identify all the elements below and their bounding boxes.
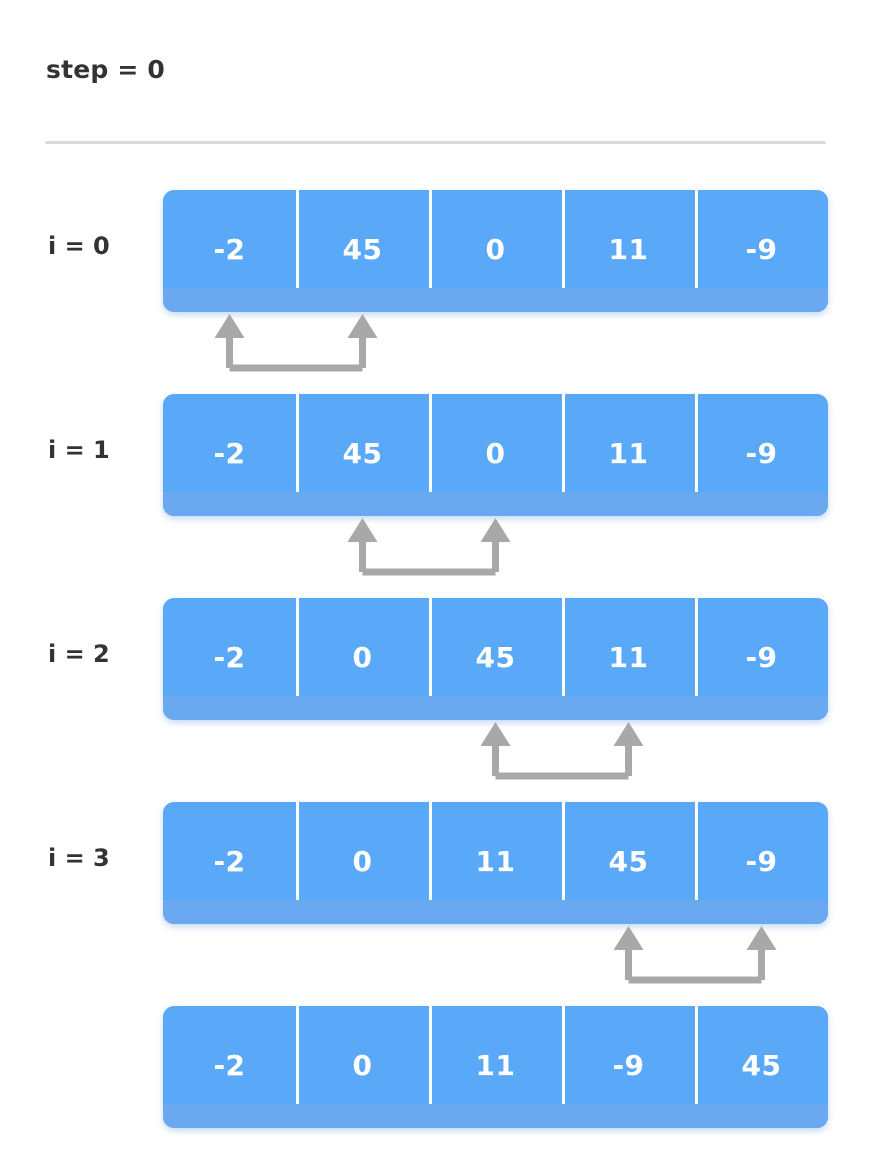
array-cell[interactable]: -2 — [213, 1048, 246, 1082]
arrow-head-up — [613, 926, 644, 950]
array-bar-base — [163, 900, 828, 924]
header-divider — [45, 141, 826, 144]
array-cell[interactable]: 45 — [695, 1006, 828, 1128]
row-index-label: i = 1 — [48, 436, 110, 464]
array-bar-base — [163, 288, 828, 312]
array-cell[interactable]: -2 — [213, 232, 246, 266]
arrow-head-up — [746, 926, 777, 950]
array-bar-base — [163, 696, 828, 720]
arrow-head-up — [214, 314, 245, 338]
array-cell[interactable]: 0 — [296, 598, 429, 720]
array-bar-base — [163, 1104, 828, 1128]
comparison-arrows — [163, 924, 828, 986]
comparison-arrows — [163, 516, 828, 578]
array-cell[interactable]: 0 — [296, 802, 429, 924]
array-cell[interactable]: 45 — [296, 190, 429, 312]
array-bar-base — [163, 492, 828, 516]
array-cell[interactable]: -9 — [695, 598, 828, 720]
array-cell[interactable]: -2 — [213, 436, 246, 470]
array-cell[interactable]: 11 — [562, 598, 695, 720]
arrow-head-up — [480, 722, 511, 746]
array-cell[interactable]: -9 — [695, 394, 828, 516]
row-index-label: i = 3 — [48, 844, 110, 872]
array-cell[interactable]: 11 — [429, 1006, 562, 1128]
row-index-label: i = 0 — [48, 232, 110, 260]
array-cell[interactable]: -2 — [213, 844, 246, 878]
array-cell[interactable]: 11 — [429, 802, 562, 924]
array-cell[interactable]: 0 — [296, 1006, 429, 1128]
arrow-head-up — [613, 722, 644, 746]
row-index-label: i = 2 — [48, 640, 110, 668]
array-cell[interactable]: 11 — [562, 190, 695, 312]
array-cell[interactable]: 11 — [562, 394, 695, 516]
arrow-head-up — [480, 518, 511, 542]
comparison-arrows — [163, 720, 828, 782]
step-label: step = 0 — [46, 55, 166, 84]
arrow-head-up — [347, 314, 378, 338]
array-cell[interactable]: 45 — [429, 598, 562, 720]
array-cell[interactable]: -9 — [695, 802, 828, 924]
array-cell[interactable]: 0 — [429, 394, 562, 516]
array-cell[interactable]: -2 — [213, 640, 246, 674]
comparison-arrows — [163, 312, 828, 374]
array-cell[interactable]: 45 — [296, 394, 429, 516]
array-cell[interactable]: -9 — [562, 1006, 695, 1128]
array-cell[interactable]: -9 — [695, 190, 828, 312]
arrow-head-up — [347, 518, 378, 542]
array-cell[interactable]: 0 — [429, 190, 562, 312]
array-cell[interactable]: 45 — [562, 802, 695, 924]
